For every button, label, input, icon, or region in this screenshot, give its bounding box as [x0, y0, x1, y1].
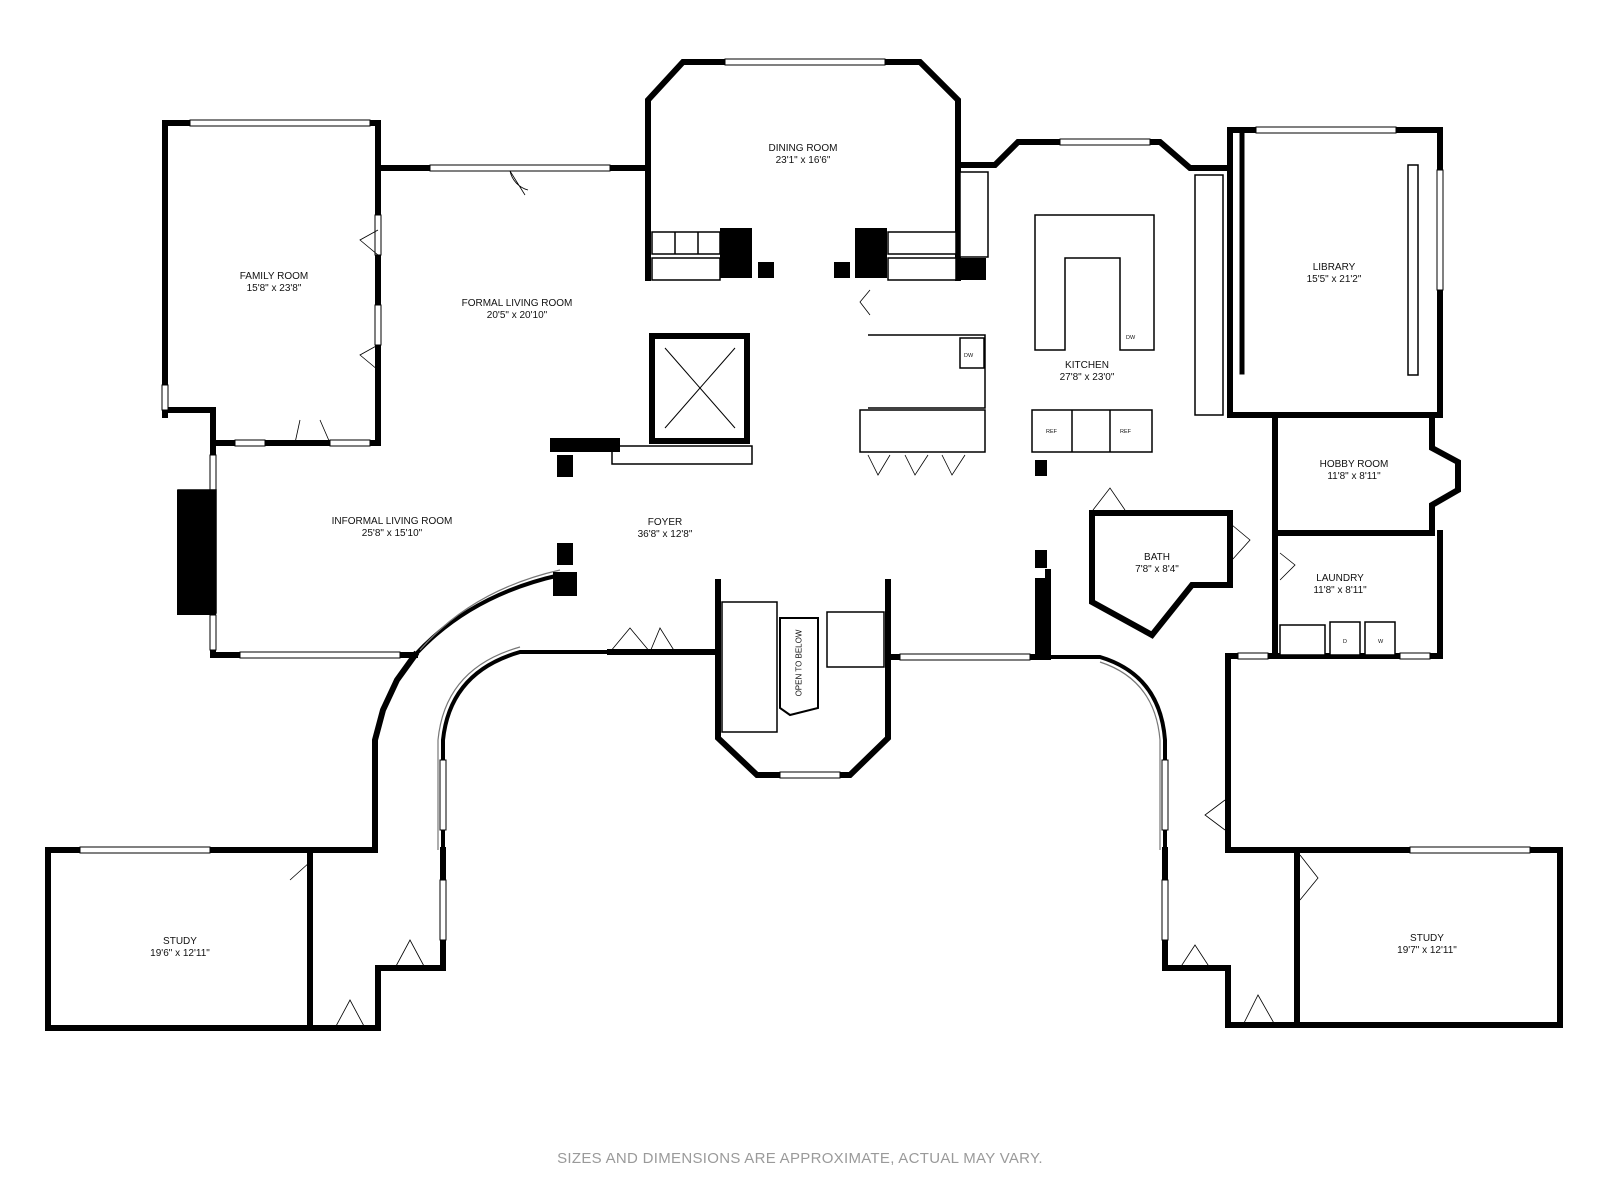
room-label-foyer: FOYER 36'8" x 12'8"	[638, 517, 693, 541]
west-wing-wall	[45, 847, 378, 1031]
curved-corridor-east	[1048, 655, 1167, 850]
room-name: FOYER	[647, 517, 683, 528]
room-label-study-left: STUDY 19'6" x 12'11"	[150, 936, 210, 960]
room-name: BATH	[1144, 552, 1170, 563]
room-label-informal-living-room: INFORMAL LIVING ROOM 25'8" x 15'10"	[332, 516, 453, 540]
room-label-kitchen: KITCHEN 27'8" x 23'0"	[1060, 360, 1115, 384]
room-dimensions: 11'8" x 8'11"	[1327, 471, 1381, 482]
room-name: DINING ROOM	[768, 143, 838, 154]
room-dimensions: 19'7" x 12'11"	[1397, 945, 1457, 956]
dw-label-2: DW	[1126, 335, 1136, 341]
room-label-laundry: LAUNDRY 11'8" x 8'11"	[1313, 573, 1366, 597]
room-dimensions: 15'5" x 21'2"	[1306, 274, 1362, 285]
room-name: FORMAL LIVING ROOM	[461, 298, 573, 309]
room-label-bath: BATH 7'8" x 8'4"	[1135, 552, 1179, 576]
room-name: HOBBY ROOM	[1319, 459, 1389, 470]
walls	[45, 59, 1563, 1031]
room-name: FAMILY ROOM	[239, 271, 309, 282]
room-dimensions: 36'8" x 12'8"	[637, 529, 693, 540]
disclaimer-text: SIZES AND DIMENSIONS ARE APPROXIMATE, AC…	[557, 1150, 1043, 1167]
door-swings	[289, 170, 1319, 1029]
room-label-hobby-room: HOBBY ROOM 11'8" x 8'11"	[1320, 459, 1389, 483]
room-name: LIBRARY	[1312, 262, 1356, 273]
room-label-formal-living-room: FORMAL LIVING ROOM 20'5" x 20'10"	[462, 298, 573, 322]
curved-corridor-glazing	[419, 569, 1161, 850]
curved-corridor-outer	[413, 573, 561, 657]
room-label-family-room: FAMILY ROOM 15'8" x 23'8"	[240, 271, 309, 295]
appliance-labels: DW DW REF REF D W	[964, 335, 1384, 645]
curved-corridor-inner	[441, 650, 610, 850]
room-name: INFORMAL LIVING ROOM	[331, 516, 453, 527]
room-label-dining-room: DINING ROOM 23'1" x 16'6"	[769, 143, 838, 167]
hobby-room-wall	[1272, 412, 1461, 536]
fixtures	[177, 164, 1419, 733]
room-dimensions: 23'1" x 16'6"	[775, 155, 831, 166]
east-wing-wall	[1225, 653, 1563, 1028]
dw-label-1: DW	[964, 353, 974, 359]
columns	[550, 228, 1047, 658]
bath-wall	[1089, 510, 1233, 639]
room-name: STUDY	[1410, 933, 1444, 944]
room-label-study-right: STUDY 19'7" x 12'11"	[1397, 933, 1457, 957]
room-name: KITCHEN	[1065, 360, 1109, 371]
room-dimensions: 20'5" x 20'10"	[486, 310, 548, 321]
room-name: LAUNDRY	[1316, 573, 1364, 584]
east-wing-lower-wall	[1162, 847, 1300, 1028]
room-label-library: LIBRARY 15'5" x 21'2"	[1307, 262, 1362, 286]
stair-open-to-below-label: OPEN TO BELOW	[794, 629, 804, 697]
room-dimensions: 25'8" x 15'10"	[361, 528, 423, 539]
washer-label: W	[1378, 639, 1384, 645]
room-dimensions: 11'8" x 8'11"	[1313, 585, 1367, 596]
room-dimensions: 19'6" x 12'11"	[150, 948, 210, 959]
kitchen-north-wall	[955, 139, 1233, 171]
family-room-wall	[162, 120, 381, 446]
ref-label-2: REF	[1120, 429, 1132, 435]
dryer-label: D	[1343, 639, 1347, 645]
room-dimensions: 15'8" x 23'8"	[246, 283, 302, 294]
ref-label-1: REF	[1046, 429, 1058, 435]
windows	[79, 58, 1531, 941]
room-dimensions: 27'8" x 23'0"	[1059, 372, 1115, 383]
west-corridor-wall	[372, 650, 420, 853]
west-wing-lower-wall	[307, 847, 446, 1031]
room-name: STUDY	[163, 936, 197, 947]
room-dimensions: 7'8" x 8'4"	[1135, 564, 1179, 575]
